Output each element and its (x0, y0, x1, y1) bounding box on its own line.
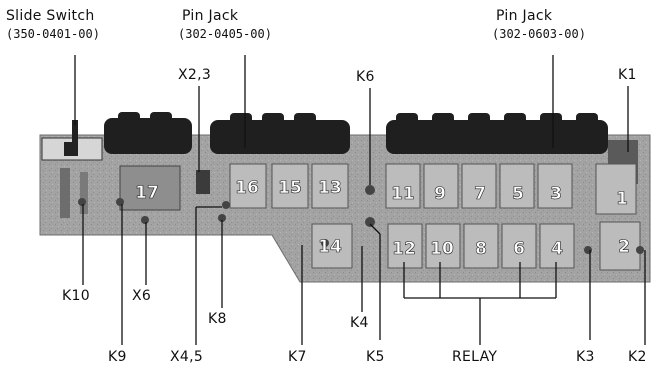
board-number-2: 2 (618, 237, 630, 257)
callout-pin-jack-center-part: (302-0405-00) (178, 27, 272, 41)
callout-relay: RELAY (452, 349, 498, 365)
board-number-1: 1 (616, 189, 628, 209)
left-components (60, 165, 210, 218)
callout-slide-switch-part: (350-0401-00) (6, 27, 100, 41)
callout-k3: K3 (576, 349, 595, 365)
callout-pin-jack-right-title: Pin Jack (496, 8, 553, 24)
slide-switch-component (41, 120, 103, 161)
board-number-14: 14 (318, 237, 342, 257)
board-number-11: 11 (391, 184, 415, 204)
board-number-16: 16 (235, 178, 259, 198)
board-number-15: 15 (278, 178, 302, 198)
callout-x4-5: X4,5 (170, 349, 204, 365)
callout-k8: K8 (208, 311, 227, 327)
callout-k4: K4 (350, 315, 369, 331)
callout-k5: K5 (366, 349, 385, 365)
relay-row-upper (229, 163, 637, 215)
relay-number-markers: 17 16 15 13 11 9 7 5 3 1 14 12 10 8 6 4 … (135, 178, 630, 260)
callout-pin-jack-right-part: (302-0603-00) (492, 27, 586, 41)
board-number-9: 9 (434, 184, 446, 204)
callout-k2: K2 (628, 349, 647, 365)
board-number-6: 6 (513, 239, 525, 259)
board-number-8: 8 (475, 239, 487, 259)
relay-row-lower (311, 221, 641, 271)
callout-pin-jack-center-title: Pin Jack (182, 8, 239, 24)
callout-slide-switch-title: Slide Switch (6, 8, 95, 24)
board-number-3: 3 (550, 184, 562, 204)
callout-k1: K1 (618, 67, 637, 83)
callout-k9: K9 (108, 349, 127, 365)
board-number-17: 17 (135, 183, 159, 203)
board-number-4: 4 (551, 239, 563, 259)
board-number-13: 13 (318, 178, 342, 198)
board-number-7: 7 (474, 184, 486, 204)
relay-dots (78, 185, 644, 254)
board-number-5: 5 (512, 184, 524, 204)
callout-k6: K6 (356, 69, 375, 85)
callout-k7: K7 (288, 349, 307, 365)
board-number-10: 10 (430, 239, 454, 259)
leader-lines (74, 55, 646, 345)
callout-x2-3: X2,3 (178, 67, 212, 83)
callout-x6: X6 (132, 288, 152, 304)
board-number-12: 12 (392, 239, 416, 259)
callout-k10: K10 (62, 288, 90, 304)
